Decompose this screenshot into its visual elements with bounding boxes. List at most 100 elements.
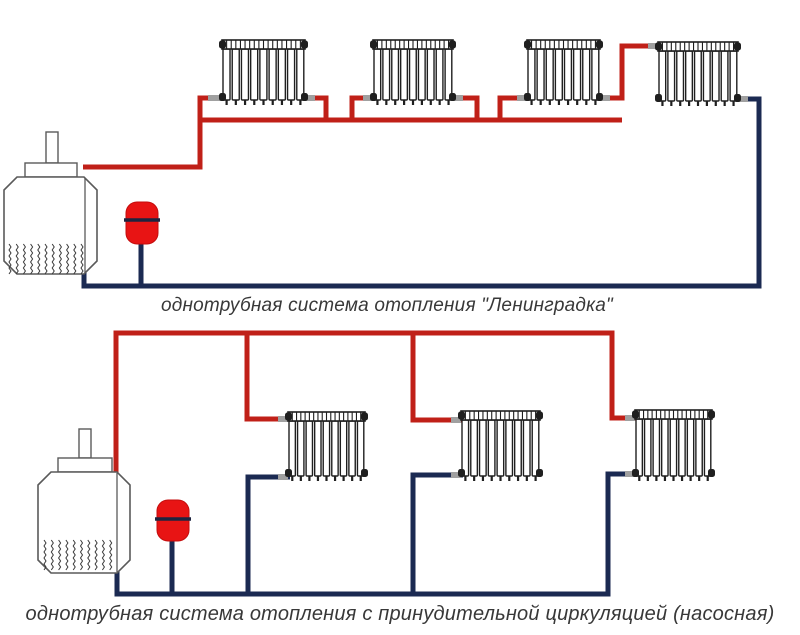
- radiator-corner-cap: [536, 469, 543, 477]
- radiator-corner-cap: [524, 40, 531, 49]
- radiator-corner-cap: [449, 93, 456, 101]
- radiator-corner-cap: [596, 93, 603, 101]
- radiator-corner-cap: [708, 410, 715, 419]
- radiator-section: [505, 419, 514, 477]
- radiator-section: [277, 48, 287, 101]
- radiator-section: [470, 419, 479, 477]
- radiator-section: [259, 48, 268, 101]
- pipe-connector-stub: [517, 95, 527, 101]
- boiler-hatch-line: [15, 243, 19, 275]
- radiator-corner-cap: [708, 469, 715, 477]
- radiator-section: [660, 418, 669, 477]
- radiator-section: [676, 50, 685, 102]
- radiator-section: [296, 420, 305, 477]
- radiator-section: [222, 48, 231, 101]
- radiator-section: [496, 419, 505, 477]
- boiler-base-plate: [24, 162, 78, 178]
- radiator-corner-cap: [734, 42, 741, 51]
- radiator-section: [313, 420, 322, 477]
- radiator-corner-cap: [734, 94, 741, 102]
- radiator-section: [652, 418, 661, 477]
- radiator-section: [686, 418, 695, 477]
- pipe-connector-stub: [453, 95, 463, 101]
- radiator: [458, 410, 543, 481]
- radiator-section: [408, 48, 417, 101]
- boiler-hatch-line: [80, 243, 84, 275]
- radiator-corner-cap: [596, 40, 603, 49]
- supply-pipe: [598, 43, 660, 101]
- boiler-hatch-line: [58, 243, 63, 275]
- expansion-tank: [124, 201, 160, 245]
- radiator-section: [667, 50, 676, 102]
- radiator-section: [288, 420, 297, 477]
- radiator-section: [417, 48, 426, 101]
- radiator-section: [527, 48, 536, 101]
- radiator-section: [478, 419, 487, 477]
- caption-leningradka-system: однотрубная система отопления "Ленинград…: [161, 295, 613, 316]
- radiator-section: [536, 48, 545, 101]
- radiator-section: [729, 50, 738, 102]
- pipe-connector-stub: [278, 416, 288, 422]
- pipe-connector-stub: [600, 95, 610, 101]
- boiler-base-plate: [57, 457, 113, 473]
- radiator-corner-cap: [361, 469, 368, 477]
- supply-pipe: [410, 333, 463, 423]
- boiler-stack: [78, 428, 92, 459]
- boiler-hatch-line: [73, 243, 77, 275]
- boiler-hatch-line: [29, 243, 34, 275]
- radiator-section: [522, 419, 531, 477]
- boiler-body: [37, 471, 131, 574]
- return-pipe: [245, 474, 290, 596]
- radiator-corner-cap: [285, 469, 292, 477]
- radiator-section: [426, 48, 435, 101]
- radiator-section: [513, 419, 522, 477]
- radiator-section: [391, 48, 400, 101]
- boiler-hatch-line: [87, 539, 91, 571]
- pipe-connector-stub: [648, 43, 658, 49]
- radiator-section: [356, 420, 365, 477]
- radiator: [285, 411, 368, 481]
- radiator-section: [591, 48, 600, 101]
- pipe-connector-stub: [278, 474, 288, 480]
- radiator-corner-cap: [361, 412, 368, 421]
- caption-pump-system: однотрубная система отопления с принудит…: [25, 603, 775, 625]
- radiator-section: [305, 420, 314, 477]
- boiler-hatch-line: [57, 539, 62, 571]
- return-pipe: [114, 471, 637, 597]
- boiler-hatch-line: [50, 539, 54, 571]
- radiator-section: [286, 48, 296, 101]
- boiler-hatch-line: [72, 539, 76, 571]
- boiler: [37, 428, 131, 574]
- radiator: [370, 39, 456, 105]
- radiator-section: [240, 48, 250, 101]
- radiator-corner-cap: [655, 94, 662, 102]
- boiler-hatch-line: [44, 243, 48, 275]
- supply-pipe: [113, 330, 637, 474]
- radiator-section: [720, 50, 729, 102]
- supply-pipe: [83, 95, 216, 170]
- radiator-section: [231, 48, 240, 101]
- expansion-tank-body: [125, 201, 159, 245]
- radiator-section: [487, 419, 496, 477]
- radiator-section: [554, 48, 564, 101]
- pipe-connector-stub: [305, 95, 315, 101]
- radiator-section: [296, 48, 305, 101]
- radiator-corner-cap: [458, 411, 465, 420]
- boiler-hatch-line: [22, 243, 27, 275]
- radiator-section: [695, 418, 703, 477]
- boiler-hatch-line: [43, 539, 47, 571]
- radiator-section: [711, 50, 720, 102]
- pipe-connector-stub: [451, 472, 461, 478]
- radiator-corner-cap: [524, 93, 531, 101]
- radiator-section: [339, 420, 348, 477]
- radiator-corner-cap: [219, 93, 226, 101]
- radiator-corner-cap: [219, 40, 226, 49]
- pipe-connector-stub: [625, 471, 635, 477]
- radiator-section: [684, 50, 694, 102]
- radiator-corner-cap: [449, 40, 456, 49]
- boiler-hatch-line: [109, 539, 113, 571]
- radiator-section: [268, 48, 277, 101]
- boiler-hatch-line: [8, 243, 12, 275]
